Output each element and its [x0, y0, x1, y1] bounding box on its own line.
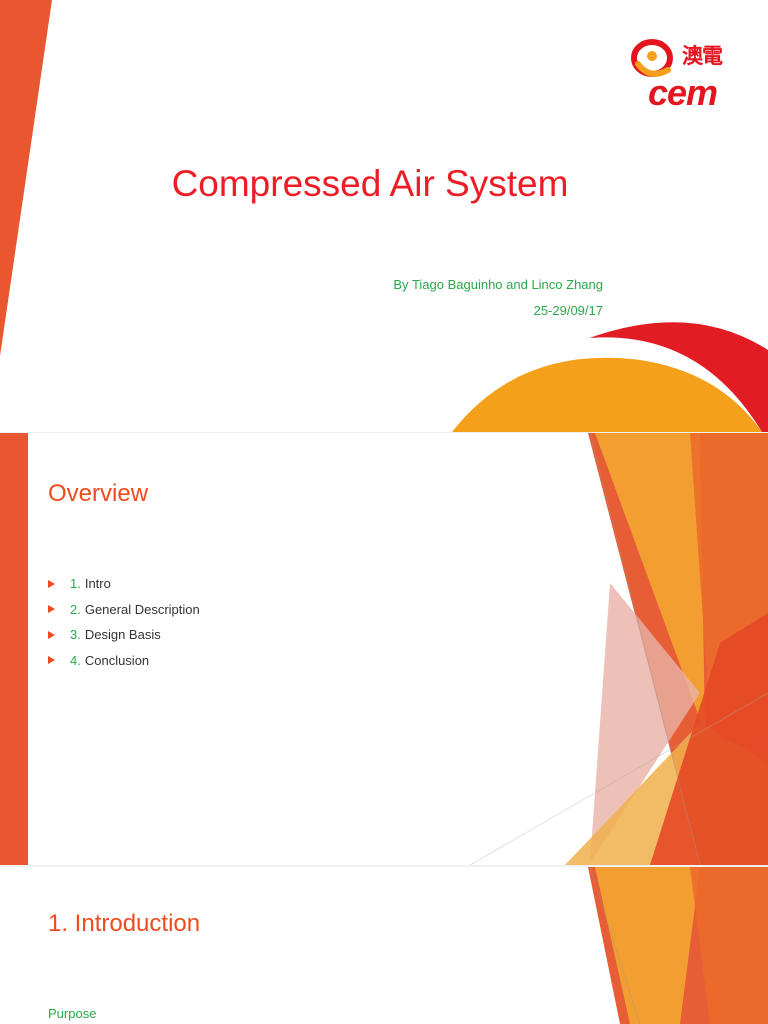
triangle-bullet-icon [48, 579, 55, 588]
agenda-item: 4. Conclusion [48, 648, 200, 674]
title-slide: 澳電 cem Compressed Air System By Tiago Ba… [0, 0, 768, 432]
logo-english-text: cem [648, 72, 718, 113]
triangle-bullet-icon [48, 630, 55, 639]
presentation-title: Compressed Air System [171, 163, 569, 204]
triangle-bullet-icon [48, 656, 55, 665]
agenda-label: Design Basis [84, 627, 161, 643]
left-orange-stripe [0, 433, 28, 865]
authors-byline: By Tiago Baguinho and Linco Zhang [393, 277, 603, 292]
left-orange-stripe [0, 0, 52, 356]
cem-logo: 澳電 cem [628, 34, 738, 126]
purpose-subheading: Purpose [48, 1006, 97, 1021]
agenda-label: General Description [84, 601, 200, 617]
slide2-decoration [0, 433, 768, 865]
triangle-bullet-icon [48, 605, 55, 614]
logo-swirl-icon [631, 39, 673, 77]
red-arc [584, 322, 768, 432]
overview-slide: Overview 1. Intro 2. General Description… [0, 433, 768, 865]
agenda-number: 3. [70, 627, 81, 643]
agenda-number: 4. [70, 652, 81, 668]
agenda-list: 1. Intro 2. General Description 3. Desig… [48, 571, 200, 673]
agenda-label: Intro [84, 576, 111, 592]
overview-title: Overview [48, 480, 149, 507]
slide1-decoration [0, 0, 768, 432]
agenda-item: 1. Intro [48, 571, 200, 597]
agenda-number: 2. [70, 601, 81, 617]
slide-divider [0, 865, 768, 867]
slide3-decoration [588, 867, 768, 1024]
yellow-arc [452, 357, 762, 432]
logo-chinese-text: 澳電 [682, 44, 723, 68]
agenda-item: 3. Design Basis [48, 622, 200, 648]
introduction-slide: 1. Introduction Purpose [0, 867, 768, 1024]
agenda-item: 2. General Description [48, 597, 200, 623]
presentation-date: 25-29/09/17 [533, 303, 603, 318]
introduction-title: 1. Introduction [48, 910, 201, 937]
agenda-label: Conclusion [84, 652, 150, 668]
agenda-number: 1. [70, 576, 81, 592]
